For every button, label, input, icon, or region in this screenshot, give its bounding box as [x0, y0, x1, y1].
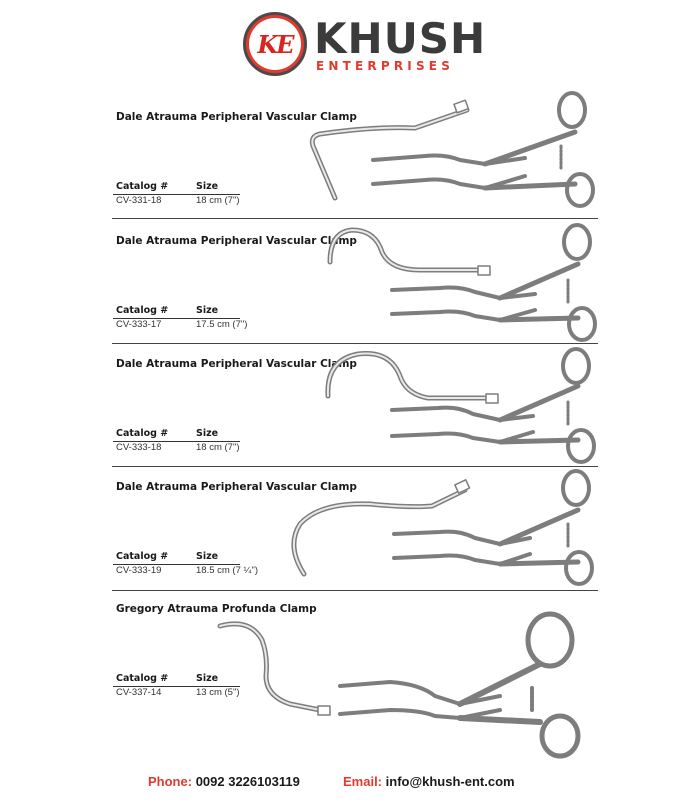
logo-monogram: KE: [257, 29, 294, 59]
product-title: Dale Atrauma Peripheral Vascular Clamp: [116, 358, 357, 370]
catalog-header: Catalog #: [116, 305, 169, 316]
catalog-header: Catalog #: [116, 551, 169, 562]
clamp-image: [291, 469, 594, 586]
catalog-number: CV-333-19: [116, 565, 162, 576]
email-label: Email:: [343, 774, 383, 789]
section-divider: [112, 590, 598, 591]
product-title: Dale Atrauma Peripheral Vascular Clamp: [116, 235, 357, 247]
size-value: 18.5 cm (7 ¼"): [196, 565, 258, 576]
clamp-image: [217, 611, 581, 759]
clamp-image: [325, 347, 596, 464]
size-header: Size: [196, 181, 219, 192]
catalog-header: Catalog #: [116, 181, 169, 192]
size-value: 18 cm (7"): [196, 442, 240, 453]
logo: KE: [243, 12, 307, 76]
footer: Phone: 0092 3226103119 Email: info@khush…: [0, 770, 689, 794]
header-rule: [113, 318, 240, 319]
product-title: Dale Atrauma Peripheral Vascular Clamp: [116, 111, 357, 123]
email-address[interactable]: info@khush-ent.com: [385, 774, 515, 789]
catalog-header: Catalog #: [116, 428, 169, 439]
catalog-number: CV-333-17: [116, 319, 162, 330]
clamp-image: [309, 91, 595, 208]
brand-name: KHUSH: [314, 14, 487, 63]
catalog-number: CV-331-18: [116, 195, 162, 206]
size-value: 17.5 cm (7"): [196, 319, 248, 330]
phone-number[interactable]: 0092 3226103119: [195, 774, 300, 789]
product-title: Dale Atrauma Peripheral Vascular Clamp: [116, 481, 357, 493]
section-divider: [112, 218, 598, 219]
size-header: Size: [196, 673, 219, 684]
phone-label: Phone:: [148, 774, 193, 789]
header-rule: [113, 194, 240, 195]
catalog-number: CV-333-18: [116, 442, 162, 453]
phone-contact: Phone: 0092 3226103119: [148, 774, 300, 789]
header-rule: [113, 564, 240, 565]
email-contact: Email: info@khush-ent.com: [343, 774, 515, 789]
section-divider: [112, 343, 598, 344]
header-rule: [113, 686, 240, 687]
brand-subtitle: ENTERPRISES: [316, 59, 455, 73]
product-title: Gregory Atrauma Profunda Clamp: [116, 603, 317, 615]
clamp-image: [327, 223, 597, 342]
catalog-number: CV-337-14: [116, 687, 162, 698]
size-header: Size: [196, 428, 219, 439]
header-rule: [113, 441, 240, 442]
size-header: Size: [196, 551, 219, 562]
header: KE KHUSH ENTERPRISES: [0, 0, 689, 90]
size-header: Size: [196, 305, 219, 316]
section-divider: [112, 466, 598, 467]
size-value: 13 cm (5"): [196, 687, 240, 698]
catalog-header: Catalog #: [116, 673, 169, 684]
size-value: 18 cm (7"): [196, 195, 240, 206]
